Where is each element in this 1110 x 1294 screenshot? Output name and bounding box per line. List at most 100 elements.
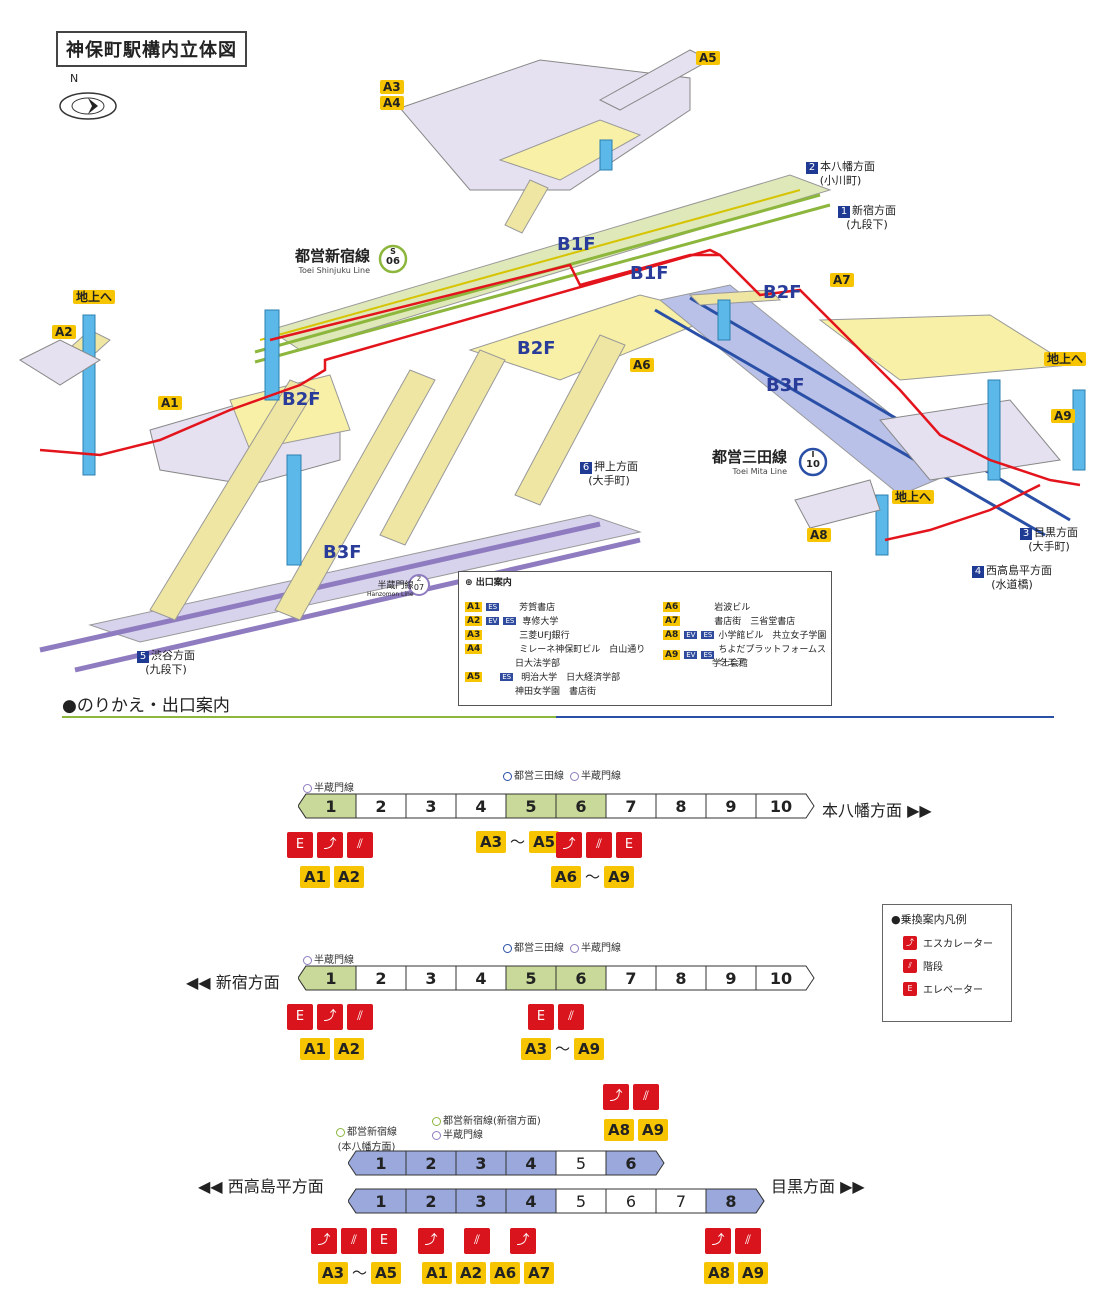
- hanzomon-line-code: Z 07: [413, 576, 425, 592]
- escalator-icon: ⤴: [603, 1084, 629, 1110]
- exit-group: A3〜A5: [476, 831, 563, 853]
- hanzomon-track: [39, 521, 601, 653]
- section-divider: [62, 716, 556, 718]
- exit-guide-row: 学士会館: [712, 659, 749, 669]
- elevator-icon: E: [903, 981, 917, 996]
- train-car-row: [298, 965, 815, 991]
- to-ground-label: 地上へ: [892, 490, 935, 504]
- floor-label: B2F: [282, 389, 321, 410]
- transfer-note: 半蔵門線: [303, 951, 354, 966]
- hanzomon-line-badge: [408, 574, 430, 596]
- stairs-icon: ⫽: [735, 1228, 761, 1254]
- facility-icons: E⫽: [528, 1004, 588, 1030]
- exit-guide-row: 神田女学園 書店街: [515, 687, 597, 697]
- exit-group: A3〜A9: [521, 1038, 608, 1060]
- elevator-icon: E: [287, 832, 313, 858]
- elevator-shaft: [82, 314, 96, 476]
- elevator-icon: E: [287, 1004, 313, 1030]
- exit-guide-header: ⊕ 出口案内: [465, 578, 512, 588]
- legend-row: ⫽階段: [903, 958, 1011, 973]
- escalator-icon: ⤴: [317, 832, 343, 858]
- direction-shinjuku: ◀◀ 新宿方面: [186, 973, 280, 992]
- train-car-row-mita-top: [348, 1150, 665, 1176]
- elevator-shaft: [286, 454, 302, 566]
- direction-meguro: 目黒方面 ▶▶: [771, 1177, 865, 1196]
- escalator-icon: ⤴: [317, 1004, 343, 1030]
- exit-a6-label: A6: [630, 358, 654, 372]
- facility-icons: ⤴⫽E: [311, 1228, 401, 1254]
- exit-a8-label: A8: [807, 528, 831, 542]
- train-car-row: [298, 793, 815, 819]
- transfer-note: 半蔵門線: [432, 1126, 483, 1141]
- transfer-note: 都営三田線: [503, 767, 564, 782]
- to-ground-label: 地上へ: [73, 290, 116, 304]
- transfer-note: 半蔵門線: [570, 767, 621, 782]
- transfer-note: 都営三田線: [503, 939, 564, 954]
- shinjuku-line-label: 都営新宿線 Toei Shinjuku Line: [295, 247, 371, 275]
- exit-a9-label: A9: [1051, 409, 1075, 423]
- transfer-note: 都営新宿線(本八幡方面): [336, 1127, 397, 1153]
- elevator-shaft: [1072, 389, 1086, 471]
- facility-icons: ⤴⫽⤴: [418, 1228, 540, 1254]
- floor-label: B1F: [557, 234, 596, 255]
- transfer-note: 半蔵門線: [570, 939, 621, 954]
- exit-a7-label: A7: [830, 273, 854, 287]
- mita-line-code: I 10: [806, 450, 820, 470]
- facility-icons: ⤴⫽: [603, 1084, 663, 1110]
- transfer-note: 半蔵門線: [303, 779, 354, 794]
- stairs-icon: ⫽: [586, 832, 612, 858]
- escalator-icon: ⤴: [311, 1228, 337, 1254]
- stairs-icon: ⫽: [464, 1228, 490, 1254]
- station-3d-map: [18, 49, 1086, 673]
- facility-icons: ⤴⫽E: [556, 832, 646, 858]
- stairs-icon: ⫽: [558, 1004, 584, 1030]
- facility-icons: E⤴⫽: [287, 1004, 377, 1030]
- elevator-shaft: [264, 309, 280, 401]
- exit-a3-label: A3: [380, 80, 404, 94]
- escalator-icon: ⤴: [418, 1228, 444, 1254]
- section-divider: [556, 716, 1054, 718]
- facility-icons: E⤴⫽: [287, 832, 377, 858]
- to-ground-label: 地上へ: [1044, 352, 1087, 366]
- exit-a1-label: A1: [158, 396, 182, 410]
- floor-label: B3F: [323, 542, 362, 563]
- mita-line-label: 都営三田線 Toei Mita Line: [712, 448, 788, 476]
- legend-row: ⤴エスカレーター: [903, 935, 1011, 950]
- exit-a4-label: A4: [380, 96, 404, 110]
- escalator-icon: ⤴: [705, 1228, 731, 1254]
- train-car-row-mita-bottom: [348, 1188, 765, 1214]
- elevator-icon: E: [371, 1228, 397, 1254]
- mita-line-badge: [798, 447, 828, 477]
- floor-label: B2F: [517, 338, 556, 359]
- stairs-icon: ⫽: [347, 1004, 373, 1030]
- exit-group: A3〜A5: [318, 1262, 405, 1284]
- elevator-shaft: [599, 139, 613, 171]
- hanzomon-line-label: 半蔵門線 Hanzomon Line: [367, 581, 414, 598]
- elevator-icon: E: [528, 1004, 554, 1030]
- floor-label: B2F: [763, 282, 802, 303]
- compass-north-label: N: [70, 72, 79, 85]
- exit-group: A6〜A9: [551, 866, 638, 888]
- floor-label: B1F: [630, 263, 669, 284]
- stairs-icon: ⫽: [347, 832, 373, 858]
